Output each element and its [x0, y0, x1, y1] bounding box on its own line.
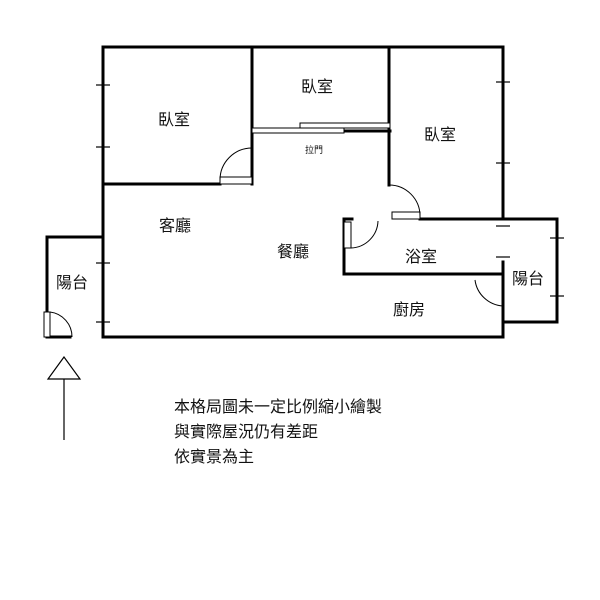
room-label-dining-room: 餐廳	[277, 242, 309, 261]
windows	[96, 81, 564, 323]
room-label-kitchen: 廚房	[393, 300, 425, 319]
room-label-bedroom-middle: 臥室	[301, 77, 333, 96]
up-arrow-icon	[46, 355, 82, 440]
disclaimer-line-2: 與實際屋況仍有差距	[174, 422, 319, 441]
sliding-door-label: 拉門	[305, 144, 323, 156]
disclaimer-line-1: 本格局圖未一定比例縮小繪製	[174, 397, 383, 416]
room-label-bathroom: 浴室	[405, 247, 437, 266]
disclaimer-line-3: 依實景為主	[174, 447, 255, 466]
sliding-door	[251, 122, 391, 134]
room-label-bedroom-left: 臥室	[158, 110, 190, 129]
room-label-bedroom-right: 臥室	[424, 125, 456, 144]
room-label-balcony-left: 陽台	[56, 273, 88, 292]
room-label-living-room: 客廳	[159, 216, 191, 235]
room-label-balcony-right: 陽台	[512, 269, 544, 288]
doors	[43, 147, 504, 338]
